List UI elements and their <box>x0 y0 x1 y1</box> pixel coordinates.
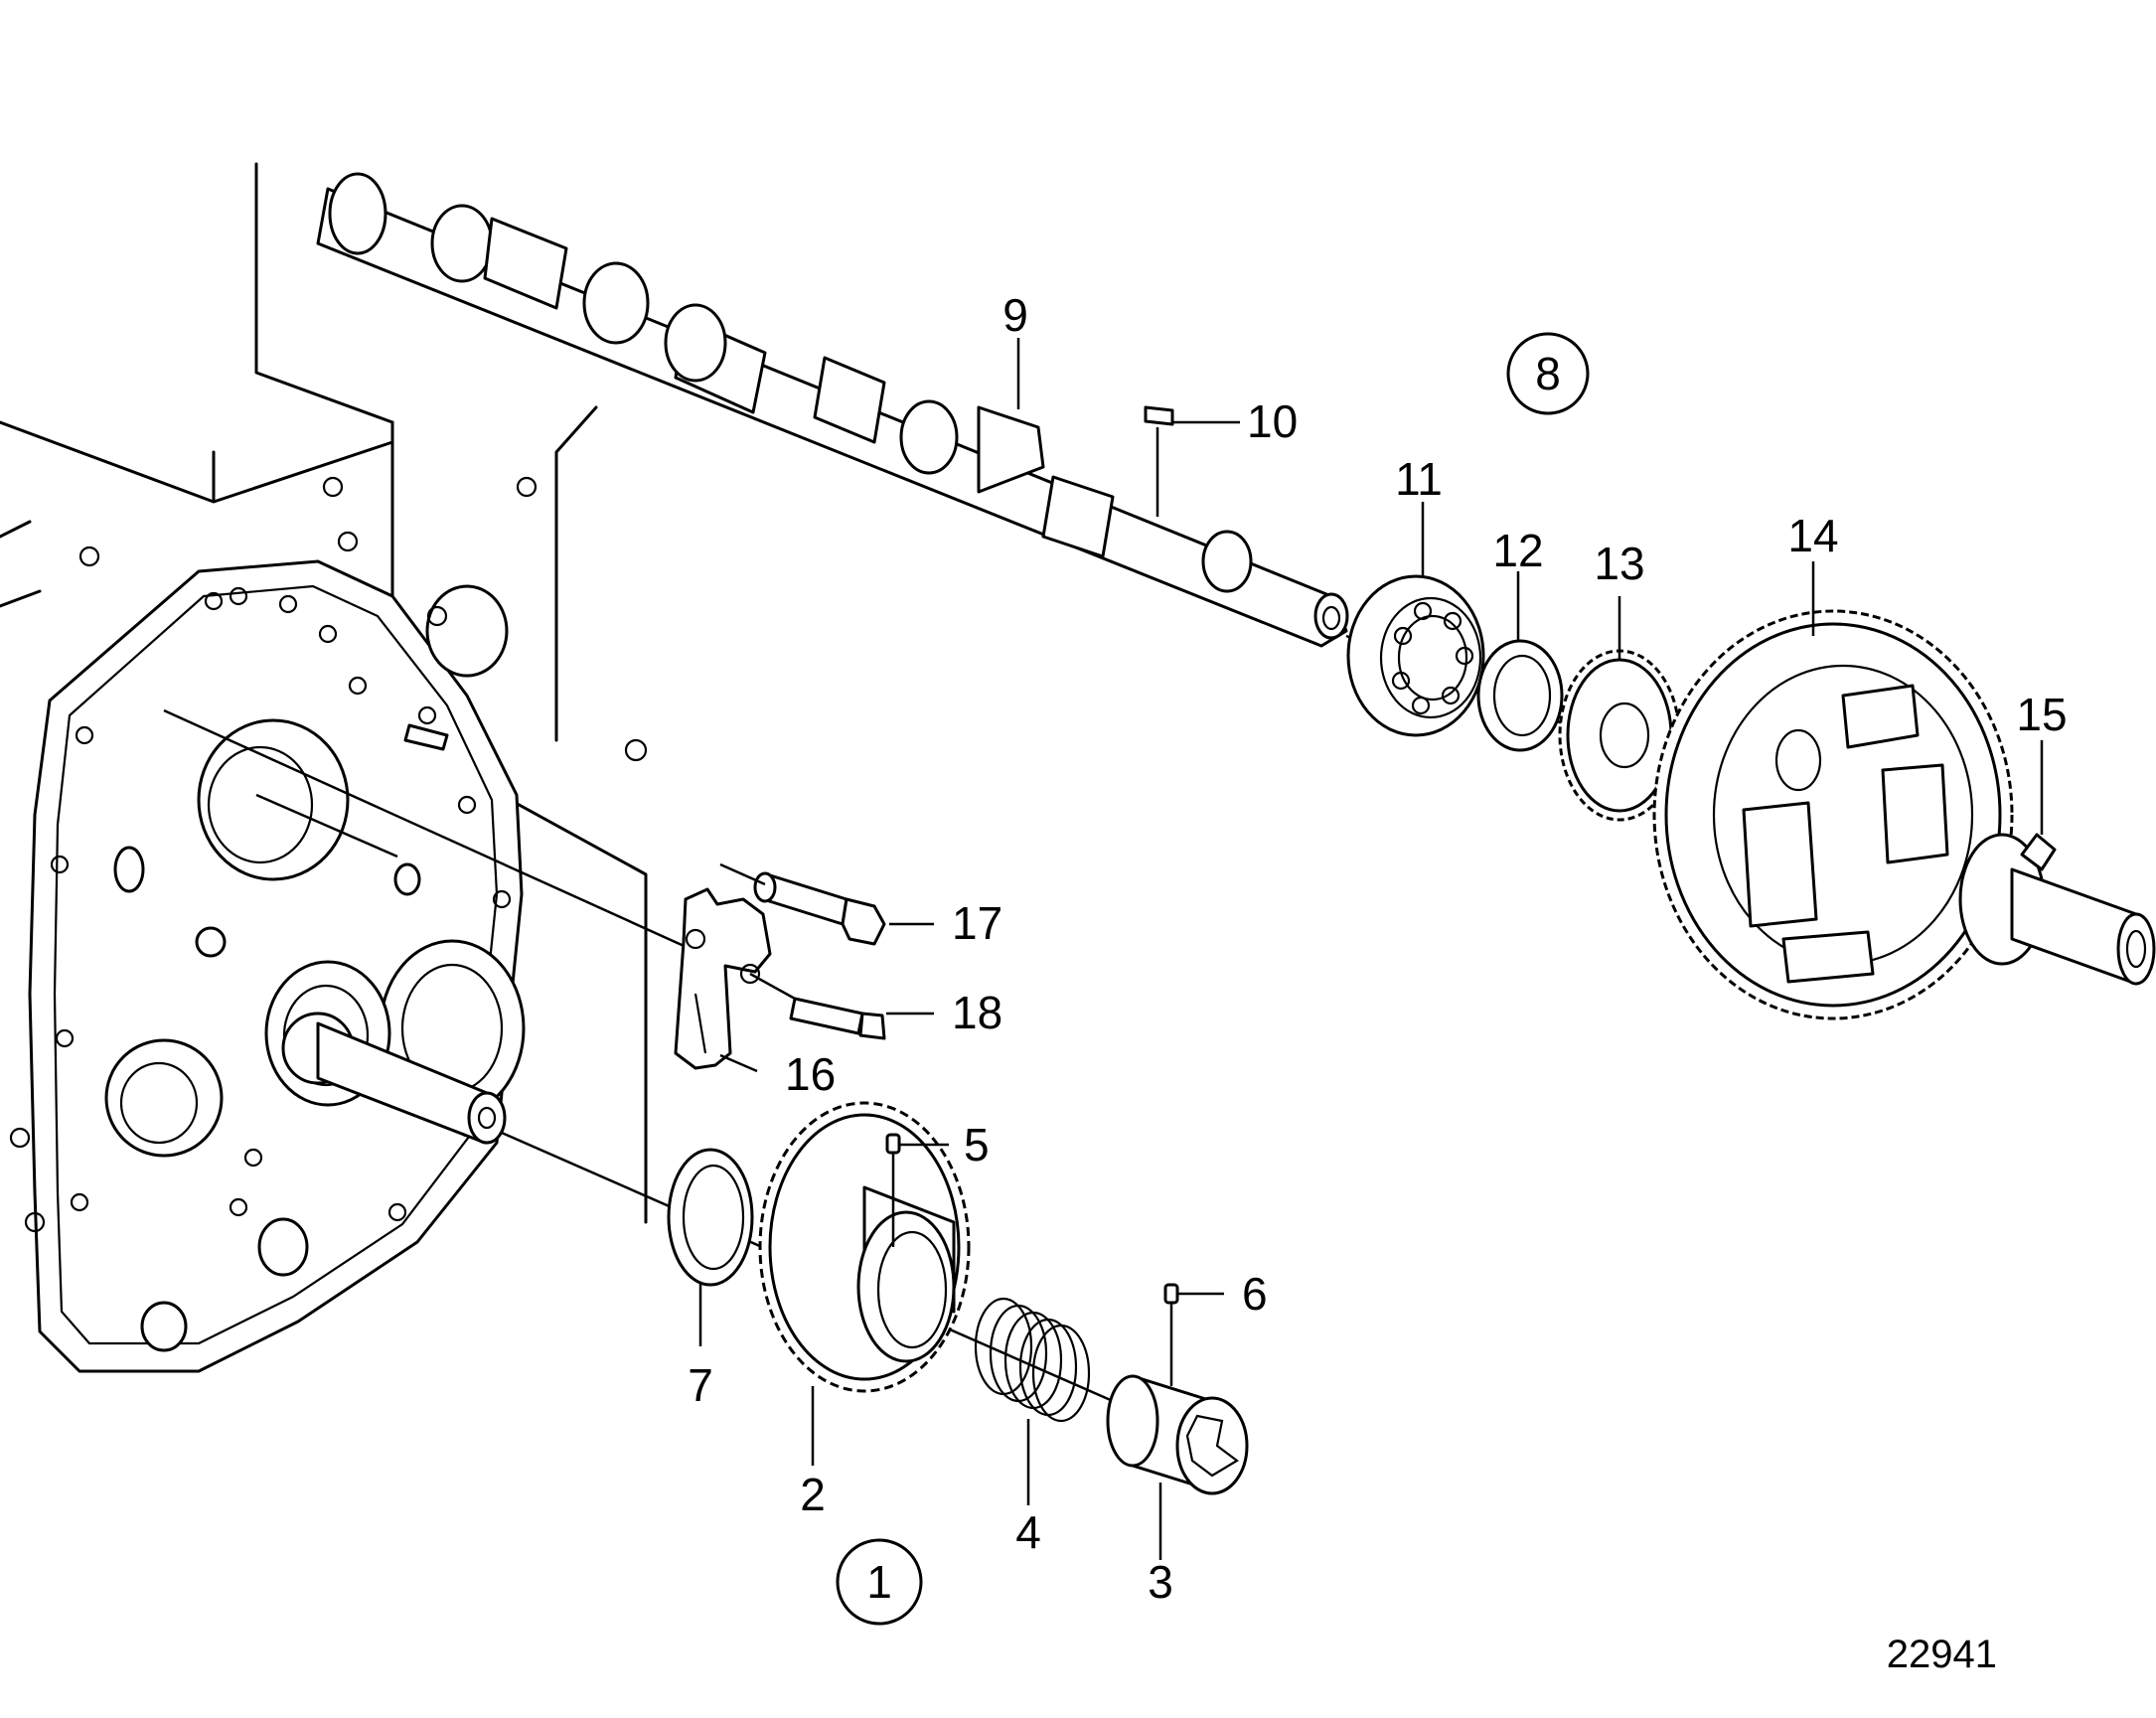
figure-number: 22941 <box>1887 1633 1997 1676</box>
o-ring <box>667 1148 754 1287</box>
callout-5: 5 <box>964 1119 990 1171</box>
callout-14: 14 <box>1787 510 1838 561</box>
callout-16: 16 <box>785 1048 836 1100</box>
pin-5 <box>885 1133 901 1155</box>
idler-shaft <box>1958 833 2156 986</box>
callout-10: 10 <box>1247 395 1298 447</box>
callout-4: 4 <box>1015 1506 1041 1558</box>
idler-gear-large <box>1652 609 2014 1020</box>
callout-11: 11 <box>1395 453 1443 505</box>
bolt-axis <box>719 862 766 886</box>
spring <box>974 1297 1091 1423</box>
leader-lines <box>698 338 2044 1560</box>
callout-15: 15 <box>2016 689 2067 740</box>
callout-12: 12 <box>1492 525 1543 576</box>
ball-bearing <box>1346 574 1485 737</box>
lower-shaft <box>281 1012 507 1145</box>
sleeve <box>1106 1374 1249 1495</box>
screw-axis <box>749 972 796 1001</box>
small-gear <box>1558 649 1681 822</box>
woodruff-key <box>1144 405 1174 426</box>
callout-18: 18 <box>952 987 1002 1038</box>
spacer-ring <box>1476 639 1564 752</box>
pin-6 <box>1163 1283 1179 1305</box>
group-label-8: 8 <box>1506 332 1590 415</box>
engine-block <box>0 162 648 1373</box>
bolt-17 <box>753 871 886 946</box>
callout-3: 3 <box>1148 1556 1173 1608</box>
callouts: 9 10 11 12 13 14 15 17 18 16 5 6 7 2 4 3 <box>688 289 2067 1608</box>
block-axis <box>255 793 398 859</box>
bracket <box>674 887 772 1070</box>
drive-gear <box>758 1101 971 1393</box>
callout-13: 13 <box>1594 538 1644 589</box>
callout-2: 2 <box>800 1469 826 1520</box>
camshaft <box>316 172 1349 648</box>
callout-9: 9 <box>1002 289 1028 341</box>
callout-17: 17 <box>952 897 1002 949</box>
group-label-1-text: 1 <box>866 1556 892 1608</box>
callout-6: 6 <box>1242 1268 1268 1320</box>
group-label-1: 1 <box>836 1538 923 1626</box>
group-label-8-text: 8 <box>1535 348 1561 399</box>
screw-18 <box>789 997 886 1040</box>
plate-axis <box>163 708 692 951</box>
callout-7: 7 <box>688 1359 713 1411</box>
